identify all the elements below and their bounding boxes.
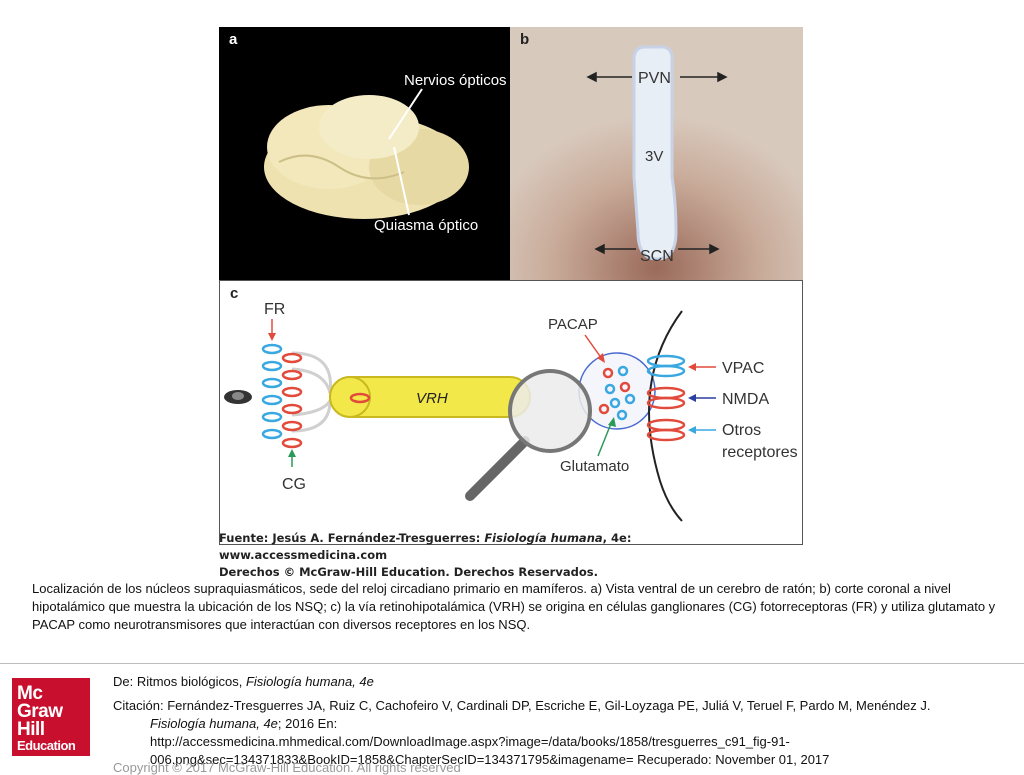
label-nmda: NMDA (722, 391, 769, 408)
label-glutamato: Glutamato (560, 458, 629, 475)
mcgraw-hill-logo: Mc Graw Hill Education (12, 678, 90, 756)
label-pvn: PVN (638, 70, 671, 87)
panel-letter-a: a (229, 31, 237, 48)
label-vrh: VRH (416, 390, 448, 407)
citation-prefix: Citación: (113, 698, 167, 713)
from-book: Fisiología humana, 4e (246, 674, 374, 689)
figure: Nervios ópticos Quiasma óptico a PVN 3V … (219, 27, 803, 565)
panel-a-brain-photo: Nervios ópticos Quiasma óptico a (219, 27, 510, 280)
coronal-section-image: PVN 3V SCN (510, 27, 803, 280)
label-3v: 3V (645, 148, 663, 165)
magnifier-handle (470, 441, 525, 496)
panel-letter-b: b (520, 31, 529, 48)
label-fr: FR (264, 301, 285, 318)
rht-diagram: FR CG VRH PACAP (220, 281, 802, 544)
from-prefix: De: Ritmos biológicos, (113, 674, 246, 689)
footer-divider (0, 663, 1024, 664)
label-nervios-opticos: Nervios ópticos (404, 72, 507, 89)
logo-line-4: Education (17, 739, 75, 753)
mouse-brain-image: Nervios ópticos Quiasma óptico (219, 27, 510, 280)
label-pacap: PACAP (548, 316, 598, 333)
credit-prefix: Fuente: Jesús A. Fernández-Tresguerres: (219, 531, 484, 545)
label-vpac: VPAC (722, 360, 764, 377)
citation-authors: Fernández-Tresguerres JA, Ruiz C, Cachof… (167, 698, 930, 713)
citation-book: Fisiología humana, 4e (150, 716, 278, 731)
citation-book-line: Fisiología humana, 4e; 2016 En: (113, 715, 1018, 733)
citation-year: ; 2016 En: (278, 716, 337, 731)
logo-line-3: Hill (17, 720, 45, 739)
label-receptores: receptores (722, 444, 798, 461)
citation-block: De: Ritmos biológicos, Fisiología humana… (113, 673, 1018, 769)
from-line: De: Ritmos biológicos, Fisiología humana… (113, 673, 1018, 691)
citation-line: Citación: Fernández-Tresguerres JA, Ruiz… (113, 697, 1018, 715)
credit-book: Fisiología humana (484, 531, 602, 545)
eye-icon (224, 390, 252, 404)
figure-caption: Localización de los núcleos supraquiasmá… (32, 580, 1004, 634)
credit-rights: Derechos © McGraw-Hill Education. Derech… (219, 564, 803, 581)
panel-b-coronal-section: PVN 3V SCN b (510, 27, 803, 280)
figure-credit: Fuente: Jesús A. Fernández-Tresguerres: … (219, 530, 803, 581)
panel-letter-c: c (230, 285, 238, 302)
magnifier-icon (510, 371, 590, 451)
panel-c-diagram: FR CG VRH PACAP (219, 280, 803, 545)
label-otros: Otros (722, 422, 761, 439)
label-scn: SCN (640, 248, 674, 265)
label-cg: CG (282, 476, 306, 493)
label-quiasma-optico: Quiasma óptico (374, 217, 478, 234)
citation-url[interactable]: http://accessmedicina.mhmedical.com/Down… (113, 733, 1018, 751)
